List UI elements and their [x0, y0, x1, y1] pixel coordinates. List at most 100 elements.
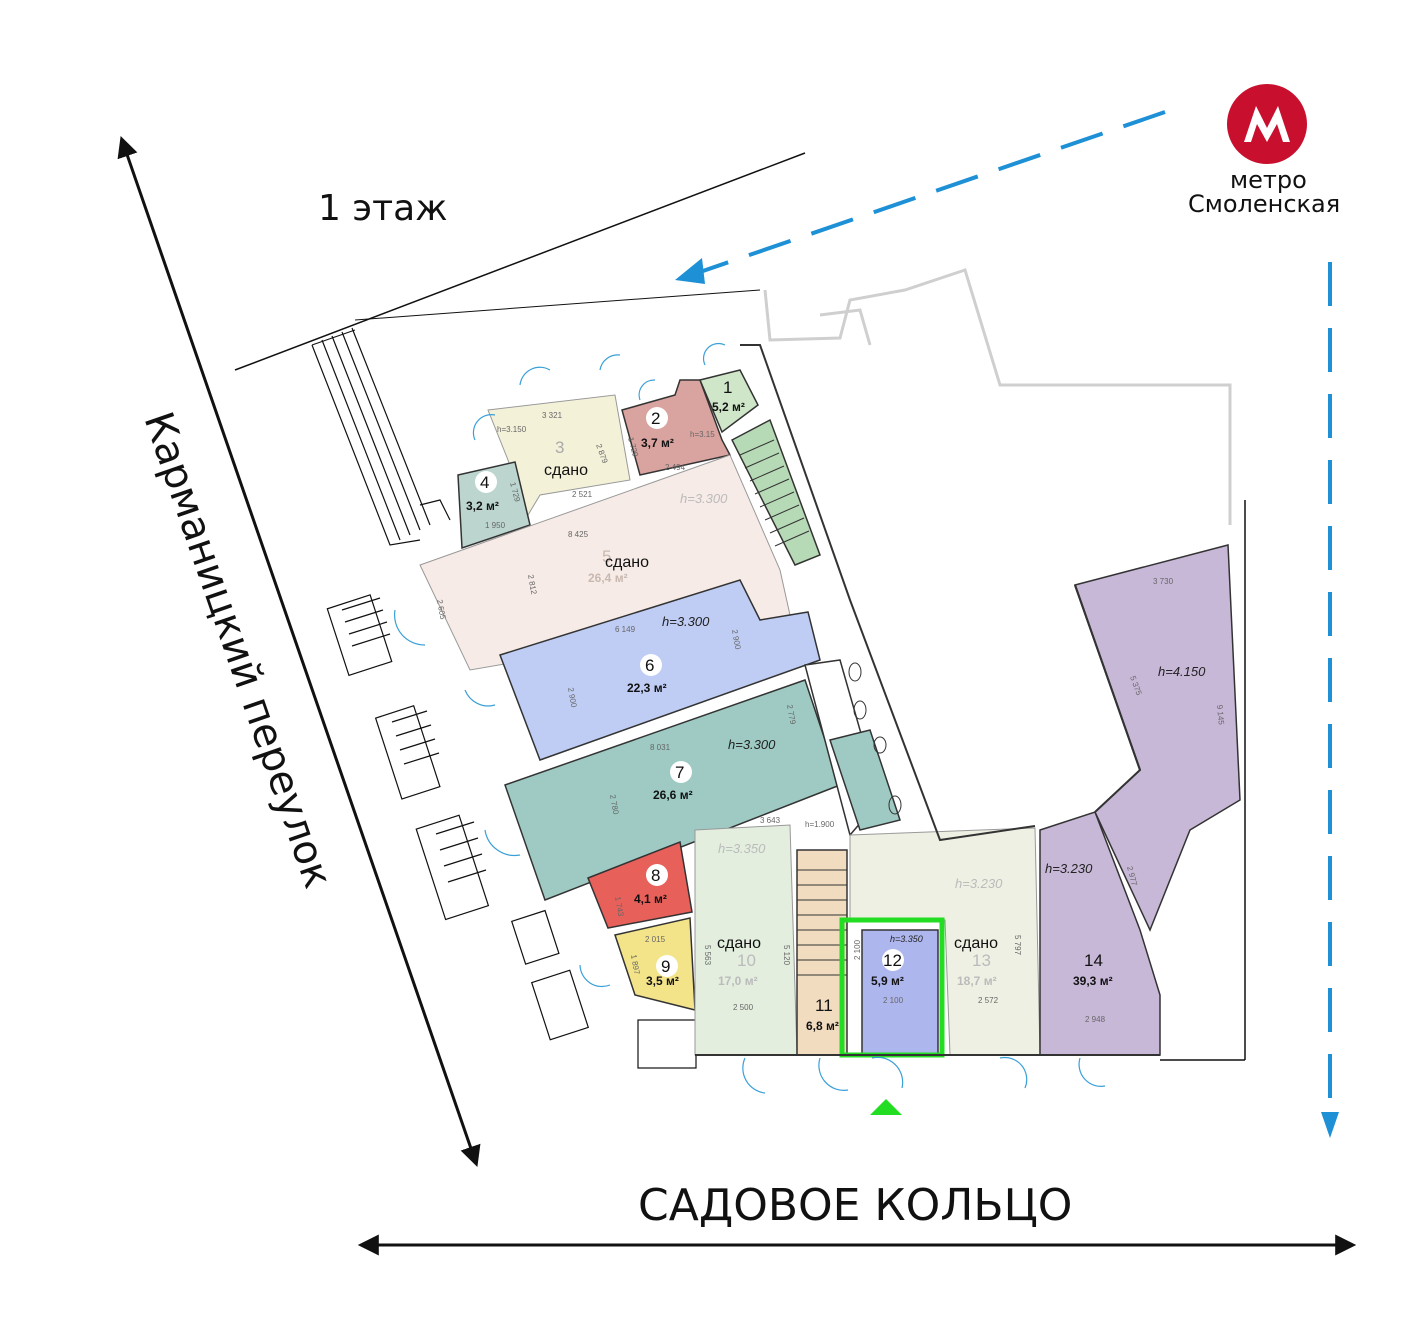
room-12-shape[interactable] [839, 917, 945, 1058]
room-10-area: 17,0 м² [718, 974, 758, 988]
wc-block [804, 659, 902, 837]
street-label-left: Карманицкий переулок [135, 406, 341, 894]
dim-2100-b: 2 100 [883, 996, 904, 1005]
route-arrow-head-west-icon [675, 258, 705, 284]
room-10-height: h=3.350 [718, 841, 766, 856]
room-14-height: h=3.230 [1045, 861, 1093, 876]
room-5-number: 5 [602, 547, 611, 566]
street-label-bottom: САДОВОЕ КОЛЬЦО [638, 1180, 1072, 1231]
room-4-number: 4 [480, 473, 489, 492]
room-6-badge [640, 654, 662, 676]
stair-shape [730, 418, 821, 566]
room-7-area: 26,6 м² [653, 788, 693, 802]
dim-8425: 8 425 [568, 530, 589, 539]
main-walls [695, 344, 1160, 1056]
room-7-height: h=3.300 [728, 737, 776, 752]
room-11-shape[interactable] [796, 849, 848, 1056]
room-1-number: 1 [723, 378, 732, 397]
dim-2100-a: 2 100 [853, 939, 862, 960]
room-5-area: 26,4 м² [588, 571, 628, 585]
room-2-height: h=3.15 [690, 430, 715, 439]
room-12-number: 12 [883, 951, 902, 970]
dim-2779: 2 779 [785, 704, 797, 726]
room-2-number: 2 [651, 409, 660, 428]
room-1-area: 5,2 м² [712, 400, 745, 414]
metro-label: метро [1230, 166, 1307, 194]
room-9-badge [656, 955, 678, 977]
room-8-badge [646, 864, 668, 886]
dim-3321: 3 321 [542, 411, 563, 420]
room-11-area: 6,8 м² [806, 1019, 839, 1033]
room-5-height: h=3.300 [680, 491, 728, 506]
room-4-badge [475, 471, 497, 493]
dim-2572: 2 572 [978, 996, 999, 1005]
dim-1950: 1 950 [485, 521, 506, 530]
dim-h1900: h=1.900 [805, 820, 835, 829]
dim-9145: 9 145 [1215, 704, 1226, 725]
dim-2015: 2 015 [645, 935, 666, 944]
dim-6149: 6 149 [615, 625, 636, 634]
room-13-status: сдано [954, 935, 998, 952]
room-9-number: 9 [661, 957, 670, 976]
room-10-number: 10 [737, 951, 756, 970]
room-10-status: сдано [717, 935, 761, 952]
floor-label: 1 этаж [318, 188, 448, 229]
dim-2900-a: 2 900 [730, 629, 742, 651]
room-1-shape[interactable] [698, 369, 759, 434]
room-14-height-2: h=4.150 [1158, 664, 1206, 679]
route-arrow-head-south-icon [1321, 1112, 1339, 1138]
room-8-area: 4,1 м² [634, 892, 667, 906]
room-2-badge [646, 407, 668, 429]
dim-2812: 2 812 [526, 574, 538, 596]
dim-1897: 1 897 [629, 954, 641, 976]
dim-1743: 1 743 [613, 896, 625, 918]
room-6-area: 22,3 м² [627, 681, 667, 695]
room-2-area: 3,7 м² [641, 436, 674, 450]
room-labels: 1 5,2 м² 2 3,7 м² h=3.15 3 сдано h=3.150… [466, 378, 1206, 1033]
dim-5120: 5 120 [782, 945, 791, 966]
dim-5797: 5 797 [1013, 935, 1022, 956]
room-14-shape[interactable] [1039, 544, 1241, 1056]
dim-3730: 3 730 [1153, 577, 1174, 586]
room-12-height: h=3.350 [890, 934, 923, 944]
metro-logo-icon [1227, 84, 1307, 164]
room-6-number: 6 [645, 656, 654, 675]
room-8-shape[interactable] [587, 840, 693, 929]
room-14-area: 39,3 м² [1073, 974, 1113, 988]
dim-2948: 2 948 [1085, 1015, 1106, 1024]
dim-2521: 2 521 [572, 490, 593, 499]
room-13-number: 13 [972, 951, 991, 970]
room-3-number: 3 [555, 438, 564, 457]
room-3-status: сдано [544, 462, 588, 479]
dim-5563: 5 563 [703, 945, 712, 966]
room-12-badge [882, 949, 904, 971]
metro-route-arrows [675, 110, 1339, 1138]
room-3-shape[interactable] [487, 394, 631, 522]
room-5-status: сдано [605, 554, 649, 571]
dim-2500: 2 500 [733, 1003, 754, 1012]
room-2-shape[interactable] [621, 379, 732, 476]
adjacent-building-outline [763, 268, 1232, 525]
room-12-area: 5,9 м² [871, 974, 904, 988]
street-arrows [117, 136, 1357, 1256]
dim-2780: 2 780 [608, 794, 620, 816]
dim-2494: 2 494 [665, 463, 686, 472]
entrance-marker-icon [870, 1099, 902, 1115]
room-13-area: 18,7 м² [957, 974, 997, 988]
dim-2900-b: 2 900 [566, 687, 578, 709]
room-8-number: 8 [651, 866, 660, 885]
room-13-height: h=3.230 [955, 876, 1003, 891]
room-9-area: 3,5 м² [646, 974, 679, 988]
room-9-shape[interactable] [614, 917, 696, 1011]
room-3-height: h=3.150 [497, 425, 527, 434]
room-6-height: h=3.300 [662, 614, 710, 629]
metro-station-name: Смоленская [1188, 190, 1340, 218]
room-7-badge [670, 761, 692, 783]
dim-8031: 8 031 [650, 743, 671, 752]
dim-3643: 3 643 [760, 816, 781, 825]
room-11-number: 11 [815, 996, 833, 1015]
room-7-number: 7 [675, 763, 684, 782]
room-4-area: 3,2 м² [466, 499, 499, 513]
room-14-number: 14 [1084, 951, 1103, 970]
